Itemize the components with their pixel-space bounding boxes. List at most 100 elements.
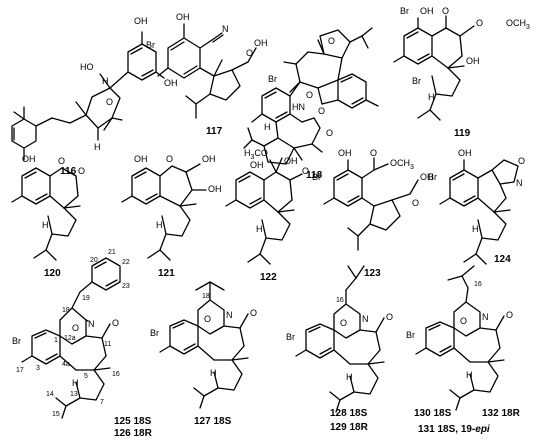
atom-label-ho: HO xyxy=(80,62,94,72)
structure-124 xyxy=(439,159,519,265)
atom-label-br: Br xyxy=(268,74,277,84)
svg-text:23: 23 xyxy=(122,283,130,290)
atom-label-oh: OH xyxy=(420,172,434,182)
atom-label-o: O xyxy=(318,106,325,116)
svg-text:13: 13 xyxy=(70,391,78,398)
structure-128-129 xyxy=(295,265,385,413)
structure-130-132 xyxy=(415,265,505,411)
atom-label-oh: OH xyxy=(176,12,190,22)
svg-text:12a: 12a xyxy=(64,335,76,342)
atom-label-h: H xyxy=(428,92,435,102)
atom-label-oh: OH xyxy=(420,6,434,16)
atom-label-h: H xyxy=(72,378,79,388)
atom-label-o: O xyxy=(340,318,347,328)
atom-label-hn: HN xyxy=(292,102,305,112)
compound-label-122: 122 xyxy=(260,272,277,283)
atom-label-br: Br xyxy=(406,330,415,340)
structure-125-126 xyxy=(21,257,121,419)
atom-label-o: O xyxy=(166,154,173,164)
atom-label-oh: OH xyxy=(164,78,178,88)
atom-label-o: O xyxy=(246,48,253,58)
svg-text:15: 15 xyxy=(52,411,60,418)
svg-text:1: 1 xyxy=(54,337,58,344)
compound-label-129: 129 18R xyxy=(330,422,369,433)
atom-label-h: H xyxy=(346,372,353,382)
svg-text:5: 5 xyxy=(84,373,88,380)
atom-label-n: N xyxy=(88,319,95,329)
compound-label-123: 123 xyxy=(364,268,381,279)
atom-number-18: 18 xyxy=(202,293,210,300)
atom-label-o: O xyxy=(112,318,119,328)
svg-text:20: 20 xyxy=(90,257,98,264)
atom-label-h: H xyxy=(472,224,479,234)
atom-label-oh: OH xyxy=(134,154,148,164)
atom-label-br: Br xyxy=(146,40,155,50)
atom-label-o: O xyxy=(328,36,335,46)
atom-label-o: O xyxy=(370,148,377,158)
atom-label-h: H xyxy=(466,370,473,380)
atom-label-br: Br xyxy=(312,172,321,182)
atom-label-n: N xyxy=(226,310,233,320)
atom-label-o: O xyxy=(506,310,513,320)
atom-label-o: O xyxy=(106,97,113,107)
structure-120 xyxy=(11,167,81,261)
compound-label-131: 131 18S, 19-epi xyxy=(418,424,490,435)
atom-label-oh: OH xyxy=(208,184,222,194)
svg-text:7: 7 xyxy=(100,399,104,406)
atom-label-o: O xyxy=(386,312,393,322)
structure-123 xyxy=(323,157,419,251)
atom-label-h: H xyxy=(256,224,263,234)
atom-label-o: O xyxy=(302,166,309,176)
atom-numbers-125: 20 21 22 23 19 18 12a 11 1 3 17 4a 5 16 … xyxy=(16,249,130,418)
svg-text:4a: 4a xyxy=(62,361,70,368)
atom-label-o: O xyxy=(58,156,65,166)
atom-label-br: Br xyxy=(150,328,159,338)
svg-text:22: 22 xyxy=(122,259,130,266)
atom-label-oh: OH xyxy=(458,148,472,158)
atom-label-oh: OH xyxy=(338,148,352,158)
atom-label-h3co: H3CO xyxy=(244,148,268,161)
compound-label-119: 119 xyxy=(454,128,471,139)
atom-label-o: O xyxy=(250,308,257,318)
atom-label-o: O xyxy=(518,156,525,166)
svg-text:3: 3 xyxy=(36,365,40,372)
structure-117 xyxy=(157,23,257,119)
atom-label-o: O xyxy=(326,128,333,138)
atom-number-16: 16 xyxy=(336,297,344,304)
atom-label-o: O xyxy=(442,6,449,16)
atom-number-16: 16 xyxy=(474,281,482,288)
compound-label-125: 125 18S xyxy=(114,416,152,427)
compound-label-126: 126 18R xyxy=(114,428,153,439)
atom-label-ho: OH xyxy=(134,16,148,26)
atom-label-oh: OH xyxy=(284,156,298,166)
svg-text:11: 11 xyxy=(104,341,111,348)
svg-text:14: 14 xyxy=(46,391,54,398)
atom-label-br: Br xyxy=(412,76,421,86)
compound-label-120: 120 xyxy=(44,268,61,279)
atom-label-n: N xyxy=(482,312,489,322)
atom-label-br: Br xyxy=(12,336,21,346)
structure-121 xyxy=(121,163,207,261)
atom-label-o: O xyxy=(78,166,85,176)
atom-label-br: Br xyxy=(400,6,409,16)
structure-118 xyxy=(243,27,379,165)
svg-text:19: 19 xyxy=(82,295,90,302)
svg-text:16: 16 xyxy=(112,371,120,378)
compound-label-117: 117 xyxy=(206,126,223,137)
atom-label-h: H xyxy=(94,142,101,152)
structure-116 xyxy=(11,31,165,161)
atom-label-oh: OH xyxy=(250,160,264,170)
structure-119 xyxy=(393,15,475,121)
atom-label-oh: OH xyxy=(254,38,268,48)
atom-label-h: H xyxy=(156,220,163,230)
atom-label-o: O xyxy=(460,316,467,326)
atom-label-o: O xyxy=(306,90,313,100)
atom-label-n: N xyxy=(362,314,369,324)
atom-label-och3: OCH3 xyxy=(506,18,530,31)
structure-127 xyxy=(159,281,249,409)
atom-label-br: Br xyxy=(286,332,295,342)
atom-label-o: O xyxy=(204,314,211,324)
atom-label-h: H xyxy=(42,220,49,230)
